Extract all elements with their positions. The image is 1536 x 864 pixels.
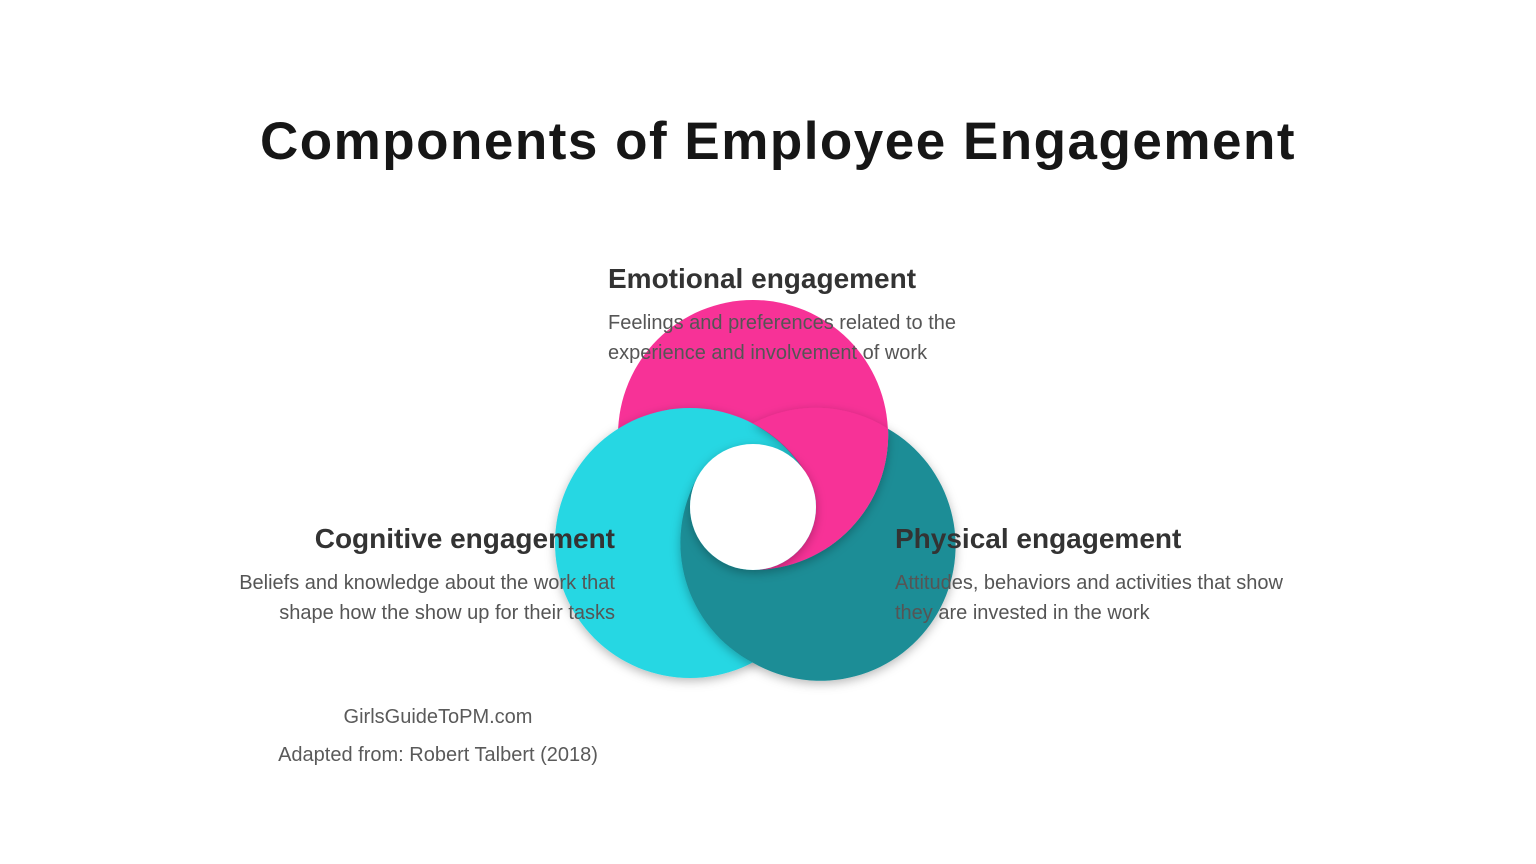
- cognitive-heading: Cognitive engagement: [314, 523, 615, 554]
- attribution-site: GirlsGuideToPM.com: [343, 706, 533, 728]
- physical-heading: Physical engagement: [895, 523, 1182, 554]
- physical-body-line-2: they are invested in the work: [895, 602, 1150, 624]
- emotional-heading: Emotional engagement: [608, 263, 917, 294]
- cognitive-body-line-1: Beliefs and knowledge about the work tha…: [239, 572, 615, 594]
- emotional-body-line-1: Feelings and preferences related to the: [608, 312, 956, 334]
- attribution-source: Adapted from: Robert Talbert (2018): [278, 744, 598, 766]
- page-title: Components of Employee Engagement: [259, 112, 1297, 171]
- physical-section: Physical engagement Attitudes, behaviors…: [895, 522, 1283, 628]
- cognitive-body-line-2: shape how the show up for their tasks: [279, 602, 615, 624]
- center-circle: [690, 444, 816, 570]
- emotional-section: Emotional engagement Feelings and prefer…: [608, 262, 956, 368]
- physical-circle: [680, 428, 956, 681]
- emotional-body-line-2: experience and involvement of work: [608, 342, 928, 364]
- physical-body-line-1: Attitudes, behaviors and activities that…: [895, 572, 1283, 594]
- cognitive-section: Cognitive engagement Beliefs and knowled…: [239, 522, 615, 628]
- emotional-swoosh: [753, 407, 889, 571]
